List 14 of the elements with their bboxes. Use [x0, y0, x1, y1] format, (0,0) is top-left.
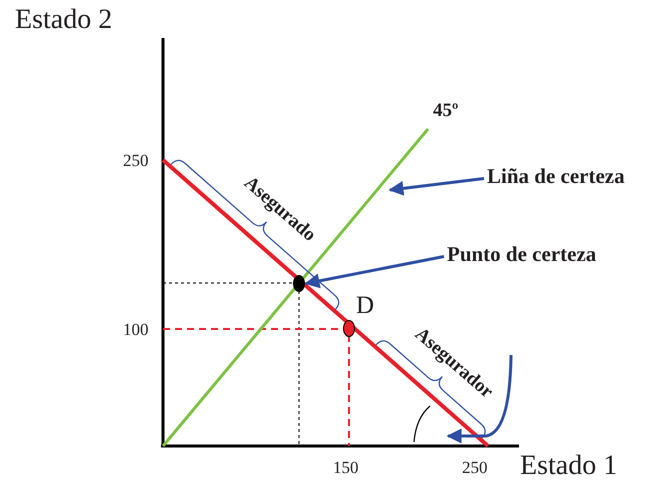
angle-label: 45º [433, 101, 458, 120]
axis-label: Estado 1 [520, 452, 618, 480]
point-marker [293, 275, 305, 292]
axis-label: 100 [123, 321, 148, 338]
leader-arrow [388, 177, 484, 196]
point-label: D [356, 293, 374, 318]
callout-text: Punto de certeza [447, 244, 596, 265]
callout-text: Liña de certeza [487, 166, 625, 187]
axis-label: 150 [333, 459, 358, 476]
leader-arrow [304, 255, 444, 288]
axis-label: 250 [123, 152, 148, 169]
axis-label: 250 [462, 459, 488, 476]
axis-label: Estado 2 [15, 6, 112, 34]
point-marker [343, 320, 355, 337]
